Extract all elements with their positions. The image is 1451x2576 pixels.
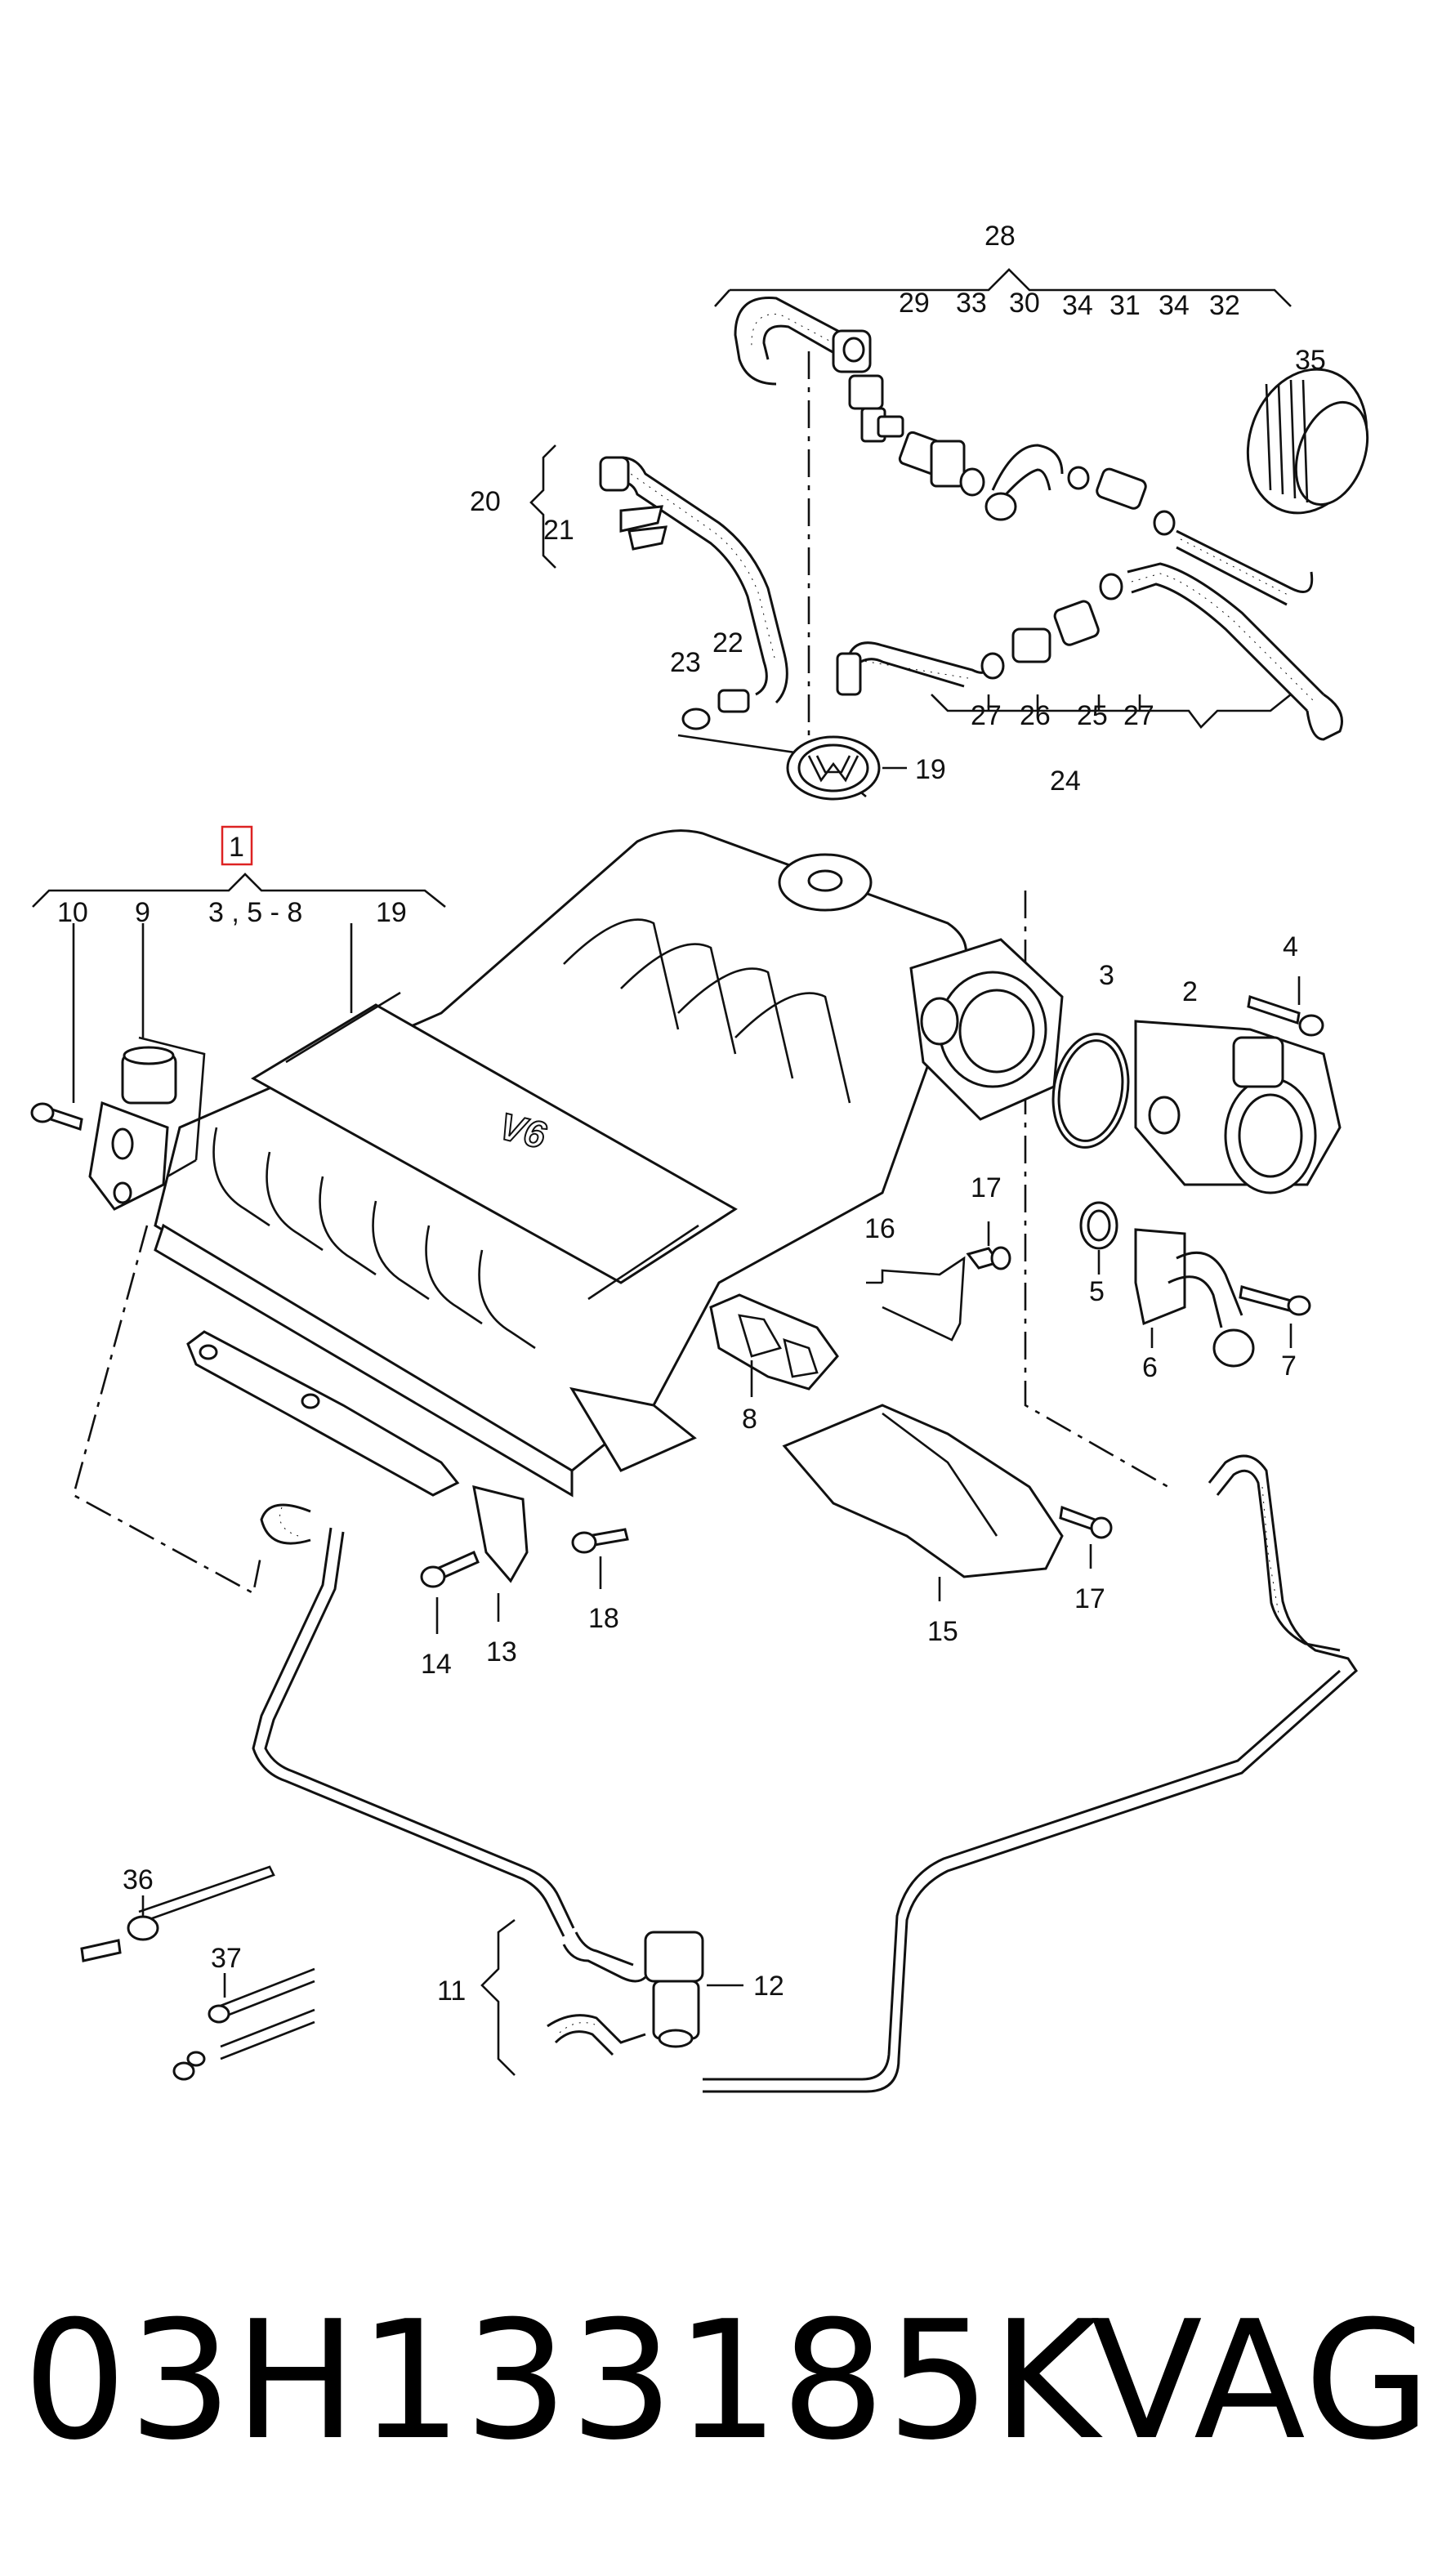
callout-34-second: 34	[1159, 290, 1190, 321]
heat-shield-15	[782, 1404, 1064, 1601]
corrugated-boot-35	[1246, 368, 1369, 515]
callout-16: 16	[864, 1213, 895, 1244]
bracket-16	[866, 1256, 966, 1342]
bracket-13	[186, 1330, 529, 1622]
brand-name: VAG	[1091, 2286, 1433, 2476]
gasket-3	[1051, 1033, 1130, 1149]
callout-29: 29	[899, 288, 930, 319]
callout-33: 33	[956, 288, 987, 319]
elbow-6	[1134, 1228, 1255, 1368]
callout-27-second: 27	[1123, 700, 1154, 731]
callout-25: 25	[1077, 700, 1108, 731]
callout-28: 28	[984, 221, 1016, 252]
callout-3-5-8: 3 , 5 - 8	[208, 897, 302, 928]
vent-valve-chain	[898, 431, 1314, 606]
callout-37: 37	[211, 1943, 242, 1974]
callout-7: 7	[1281, 1351, 1297, 1382]
manifold-flange	[909, 938, 1064, 1121]
seal-ring-5	[1079, 1201, 1118, 1275]
callout-15: 15	[927, 1616, 958, 1647]
callout-14: 14	[421, 1649, 452, 1680]
bolt-17-lower	[1059, 1505, 1113, 1569]
cable-tie-36	[80, 1865, 275, 1962]
callout-22: 22	[712, 627, 743, 659]
callout-5: 5	[1089, 1276, 1105, 1307]
callout-27-first: 27	[971, 700, 1002, 731]
actuator-9	[88, 1036, 206, 1211]
callout-23: 23	[670, 647, 701, 678]
bracket-1	[32, 825, 446, 1103]
callout-34-first: 34	[1062, 290, 1093, 321]
hoses-11	[480, 1918, 647, 2076]
callout-10: 10	[57, 897, 88, 928]
callout-9: 9	[135, 897, 150, 928]
callout-6: 6	[1142, 1352, 1158, 1383]
callout-18: 18	[588, 1603, 619, 1634]
callout-21: 21	[543, 515, 574, 546]
footer: 03H133185K VAG	[0, 2279, 1451, 2484]
throttle-body-2	[1134, 1020, 1342, 1194]
hose-28	[734, 297, 872, 386]
bolt-4	[1247, 976, 1324, 1037]
bracket-24	[931, 693, 1292, 729]
bolt-17-upper	[966, 1221, 1011, 1270]
callout-1: 1	[229, 832, 244, 863]
callout-19-top: 19	[915, 754, 946, 785]
callout-13: 13	[486, 1636, 517, 1667]
callout-24: 24	[1050, 766, 1081, 797]
callout-12: 12	[753, 1971, 784, 2002]
callout-20: 20	[470, 486, 501, 517]
t-connector	[848, 374, 904, 443]
vacuum-line	[252, 1454, 1358, 2093]
bolt-14	[420, 1551, 480, 1634]
axis-line-right	[1024, 891, 1169, 1489]
callout-2: 2	[1182, 976, 1198, 1007]
bolt-7	[1239, 1285, 1311, 1348]
part-number: 03H133185K	[23, 2286, 1101, 2476]
callout-31: 31	[1109, 290, 1141, 321]
callout-36: 36	[123, 1864, 154, 1895]
bracket-28	[714, 268, 1292, 307]
bolt-18	[571, 1528, 629, 1589]
callout-8: 8	[742, 1404, 757, 1435]
callout-1-box	[221, 825, 253, 866]
callout-26: 26	[1020, 700, 1051, 731]
axis-line-left	[72, 1225, 263, 1595]
hose-24	[836, 562, 1343, 741]
valve-12	[644, 1931, 743, 2048]
intake-manifold: V6	[154, 829, 967, 1498]
callout-17-upper: 17	[971, 1172, 1002, 1203]
callout-35: 35	[1295, 345, 1326, 376]
callout-17-lower: 17	[1074, 1583, 1105, 1614]
bolt-10	[30, 1102, 83, 1131]
callout-3: 3	[1099, 960, 1114, 991]
callout-32: 32	[1209, 290, 1240, 321]
gasket-8	[709, 1293, 839, 1397]
callout-19-left: 19	[376, 897, 407, 928]
callout-30: 30	[1009, 288, 1040, 319]
callout-4: 4	[1283, 931, 1298, 962]
callout-11: 11	[437, 1976, 466, 2007]
cable-tie-37	[172, 1967, 315, 2081]
vw-badge-19	[786, 735, 907, 801]
